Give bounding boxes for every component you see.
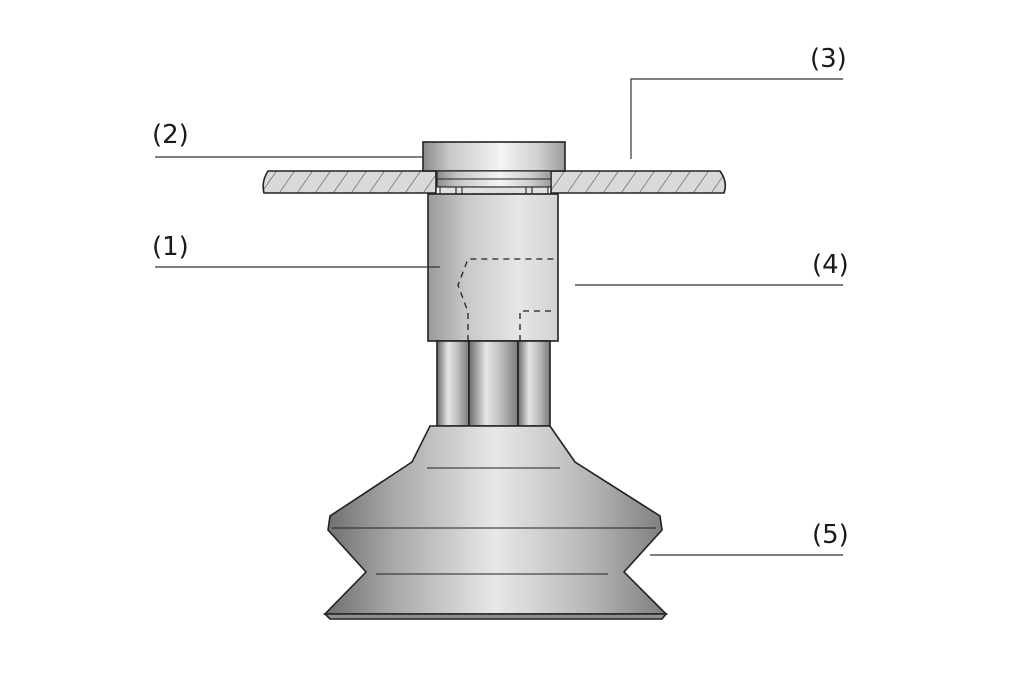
callout-label-3: (3) bbox=[810, 44, 847, 74]
suction-cup bbox=[323, 425, 668, 620]
connector-body bbox=[427, 193, 559, 342]
callout-label-5: (5) bbox=[812, 520, 849, 550]
callout-label-4: (4) bbox=[812, 250, 849, 280]
callout-label-1: (1) bbox=[152, 232, 189, 262]
connector-stem bbox=[436, 340, 551, 427]
leader-lines bbox=[155, 78, 843, 556]
mounting-plate bbox=[262, 170, 727, 194]
lock-nut bbox=[422, 141, 566, 195]
leader-line-3 bbox=[630, 78, 843, 159]
callout-label-2: (2) bbox=[152, 120, 189, 150]
